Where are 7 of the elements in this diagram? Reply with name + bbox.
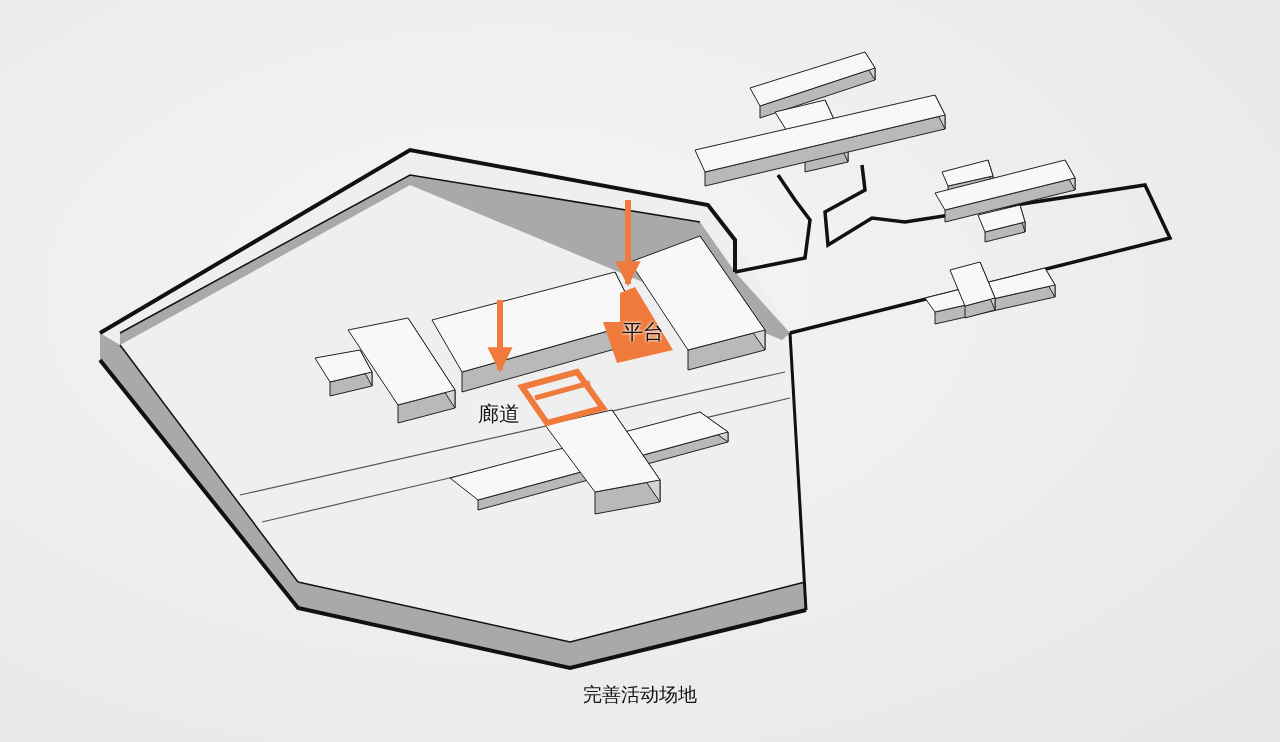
area-label: 廊道 [478,401,520,428]
area-label: 平台 [622,319,664,346]
arrow [487,300,513,373]
platform-area [603,287,673,363]
arrow [615,200,641,287]
corridor-frame [517,368,608,427]
caption: 完善活动场地 [582,682,698,707]
